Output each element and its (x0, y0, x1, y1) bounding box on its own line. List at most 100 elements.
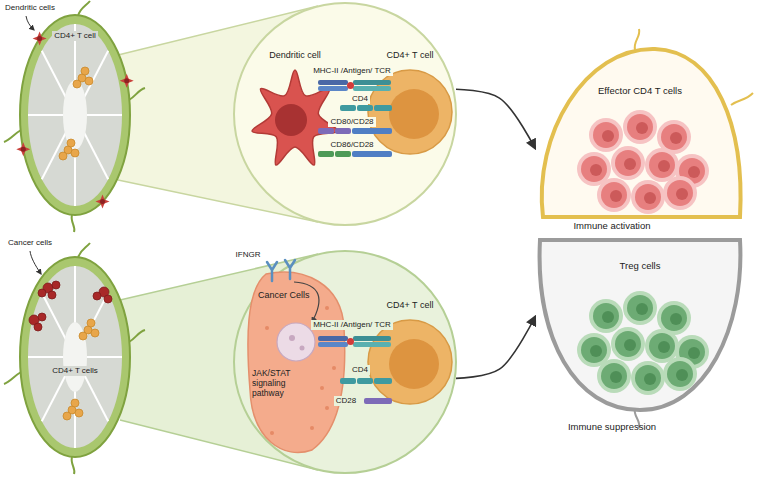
cancer-cell-cluster (48, 291, 56, 299)
label-anchor: CD4 (350, 94, 370, 104)
cell-label: CD4+ T cell (364, 50, 456, 61)
t-cell-cluster (87, 319, 95, 327)
zoom-circle (234, 3, 456, 225)
t-cell-cluster (63, 412, 71, 420)
dendritic-cell-icon (21, 147, 26, 152)
lymph-node-icon (28, 24, 122, 206)
mhc-tcr-receptor (353, 86, 391, 91)
lymph-node-outline (610, 371, 622, 383)
t-cell-outline (364, 300, 456, 412)
lymph-node: Effector CD4 T cells (535, 45, 745, 217)
lymph-node-outline (615, 331, 641, 357)
receptor-label: MHC-II /Antigen/ TCR (311, 320, 393, 330)
ifngr-receptor (267, 262, 277, 281)
dendritic-cell-icon (96, 195, 110, 209)
lymph-node-outline (623, 291, 657, 325)
t-cell-outline (389, 339, 439, 389)
t-cell-cluster (59, 139, 79, 160)
lymph-node-outline (631, 180, 665, 214)
cancer-cell-cluster (52, 281, 60, 289)
lymph-node-icon (72, 215, 75, 232)
lymph-node-outline (676, 188, 688, 200)
lymph-node-outline (631, 361, 665, 395)
cd4-receptor (340, 378, 392, 384)
lymph-node-outline (627, 114, 653, 140)
mhc-tcr-receptor (318, 80, 391, 91)
lymph-node-outline (593, 303, 619, 329)
mhc-tcr-receptor (353, 342, 391, 347)
cancer-cell-outline (277, 323, 315, 361)
t-cell-cluster (91, 329, 99, 337)
pathway-label: JAK/STAT signaling pathway (252, 368, 314, 399)
cancer-cell: Cancer CellsJAK/STAT signaling pathway (242, 268, 350, 458)
lymph-node-icon (129, 88, 145, 100)
lymph-node-icon (78, 1, 90, 16)
lymph-node-icon (28, 266, 122, 448)
lymph-node-icon (72, 457, 75, 474)
lymph-node-icon (4, 1, 145, 232)
flow-arrow (456, 317, 535, 379)
cell-label: CD4+ T cell (364, 300, 456, 311)
cancer-cell-outline (320, 386, 324, 390)
cancer-cell-cluster (38, 289, 46, 297)
lymph-node-outline (535, 45, 745, 217)
ifngr-receptor (285, 260, 295, 279)
cancer-cell-outline (300, 346, 305, 351)
cancer-cell-cluster (29, 281, 112, 331)
lymph-node-outline (589, 299, 623, 333)
lymph-node-outline (631, 361, 665, 395)
lymph-node-outline (663, 357, 697, 391)
lymph-node-outline (581, 337, 607, 363)
lymph-node-outline (658, 341, 670, 353)
dendritic-cell-outline (275, 104, 307, 136)
receptor-label: CD86/CD28 (328, 140, 375, 150)
cancer-cell-outline (332, 366, 336, 370)
cancer-cell-cluster (104, 295, 112, 303)
lymph-node-outline (624, 158, 636, 170)
lymph-node-outline (635, 365, 661, 391)
dendritic-cell-icon (16, 142, 30, 156)
cd80-cd28-receptor (318, 128, 392, 134)
cell-population-label: Treg cells (535, 260, 745, 271)
outcome-label: Immune suppression (566, 421, 658, 432)
lymph-node-outline (590, 345, 602, 357)
lymph-node-outline (623, 110, 657, 144)
mhc-tcr-receptor (318, 336, 391, 347)
cancer-cell-cluster (93, 287, 112, 303)
lymph-node-outline (645, 148, 679, 182)
mhc-tcr-receptor (347, 338, 354, 345)
t-cell-cluster (85, 77, 93, 85)
label-anchor: Cancer cells (6, 238, 54, 248)
lymph-node-outline (611, 327, 645, 361)
t-cell-outline (389, 89, 439, 139)
lymph-node-outline (602, 311, 614, 323)
flow-arrow (456, 89, 535, 148)
label-anchor: CD4 (350, 365, 370, 375)
label-anchor: Dendritic cells (3, 3, 57, 13)
lymph-node-outline (611, 146, 645, 180)
lymph-node-outline (601, 363, 627, 389)
lymph-node-outline (663, 357, 697, 391)
t-cell-cluster (71, 149, 79, 157)
lymph-node-outline (649, 152, 675, 178)
dendritic-cell-icon (124, 78, 129, 83)
lymph-node-outline (667, 361, 693, 387)
mhc-tcr-receptor (353, 336, 391, 341)
mhc-tcr-receptor (318, 86, 348, 91)
cd4-receptor (357, 105, 373, 111)
lymph-node-outline (627, 295, 653, 321)
outcome-label: Immune activation (571, 220, 652, 231)
lymph-node-outline (644, 192, 656, 204)
lymph-node-outline (635, 184, 661, 210)
lymph-node-outline (661, 305, 687, 331)
cd86-cd28-receptor (335, 151, 351, 157)
t-cell: CD4+ T cell (364, 300, 456, 412)
receptor-label: CD80/CD28 (328, 117, 375, 127)
cell-type-label: Cancer cells (6, 238, 54, 248)
cancer-cell-outline (289, 335, 295, 341)
cancer-cell-cluster (38, 313, 46, 321)
lymph-node-outline (597, 359, 631, 393)
dendritic-cell-icon (96, 195, 110, 209)
lymph-node-outline (590, 164, 602, 176)
receptor-label: CD4 (350, 94, 370, 104)
